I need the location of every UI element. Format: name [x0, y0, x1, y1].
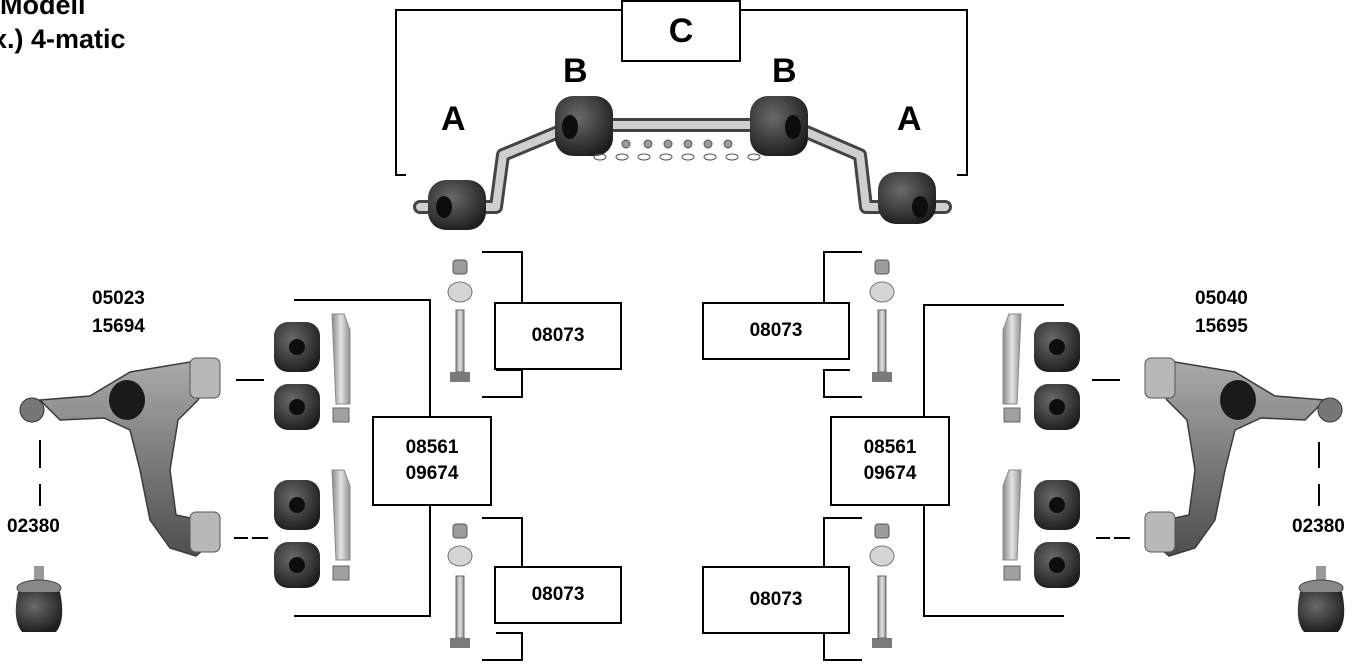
label-a-right: A [897, 100, 922, 139]
bolt-set-top-right [870, 260, 894, 382]
stabilizer-hardware [594, 140, 760, 160]
stabilizer-bushing-a-right [878, 172, 936, 224]
bushing-kit-left-code-2: 09674 [406, 461, 459, 487]
bolt-kit-top-left-code: 08073 [532, 323, 585, 349]
label-c-text: C [669, 18, 694, 44]
ball-joint-left [16, 566, 63, 632]
bushing-set-right [1003, 314, 1080, 588]
label-b-left: B [563, 52, 588, 91]
stabilizer-kit-label-c: C [621, 0, 741, 62]
right-arm-code-2: 15695 [1195, 316, 1248, 338]
bushing-kit-left: 08561 09674 [372, 416, 492, 506]
ball-joint-right [1298, 566, 1345, 632]
bolt-set-top-left [448, 260, 472, 382]
right-arm-code-1: 05040 [1195, 288, 1248, 310]
stabilizer-bushing-b-right [750, 96, 808, 156]
label-a-left: A [441, 100, 466, 139]
bolt-kit-bottom-left-code: 08073 [532, 582, 585, 608]
stabilizer-bushing-a-left [428, 180, 486, 230]
right-arm-codes: 05040 15695 [1195, 288, 1248, 338]
left-arm-code-1: 05023 [92, 288, 145, 310]
bolt-kit-bottom-right-code: 08073 [750, 587, 803, 613]
bolt-kit-top-left: 08073 [494, 302, 622, 370]
bolt-set-bottom-right [870, 524, 894, 648]
label-b-right: B [772, 52, 797, 91]
left-arm-codes: 05023 15694 [92, 288, 145, 338]
stabilizer-bushing-b-left [555, 96, 613, 156]
left-balljoint-code: 02380 [7, 516, 60, 538]
bolt-kit-bottom-left: 08073 [494, 566, 622, 624]
bushing-set-left [274, 314, 350, 588]
bolt-set-bottom-left [448, 524, 472, 648]
stabilizer-bar [420, 125, 945, 207]
bushing-kit-right-code-2: 09674 [864, 461, 917, 487]
left-arm-code-2: 15694 [92, 316, 145, 338]
bushing-kit-left-code-1: 08561 [406, 435, 459, 461]
bolt-kit-top-right: 08073 [702, 302, 850, 360]
bolt-kit-bottom-right: 08073 [702, 566, 850, 634]
right-balljoint-code: 02380 [1292, 516, 1345, 538]
leader-lines [40, 380, 1319, 538]
bushing-kit-right-code-1: 08561 [864, 435, 917, 461]
bushing-kit-right: 08561 09674 [830, 416, 950, 506]
bolt-kit-top-right-code: 08073 [750, 318, 803, 344]
